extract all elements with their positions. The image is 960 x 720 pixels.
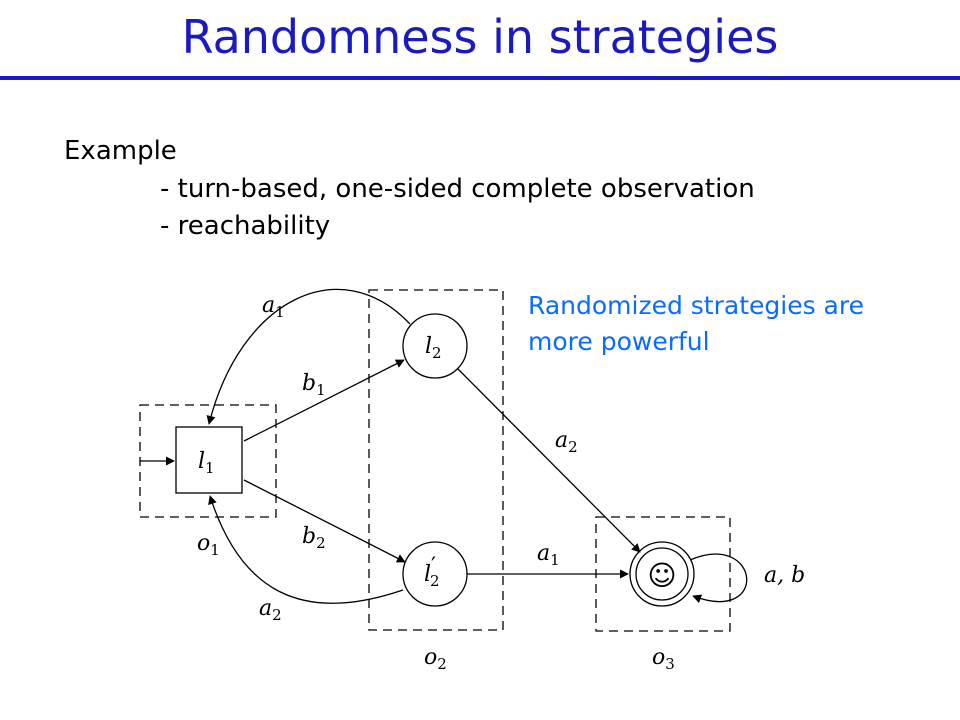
edge-l2-to-l1 (206, 288, 411, 425)
observation-label-o2: o2 (424, 645, 447, 673)
edge-goal-self-loop (689, 553, 748, 604)
edge-label-l1-to-l2-prime: b2 (302, 524, 326, 552)
node-l2 (402, 313, 468, 379)
callout-line-1: Randomized strategies are (528, 291, 864, 320)
node-goal-inner (635, 547, 689, 601)
edge-label-l1-to-l2: b1 (302, 371, 326, 399)
callout-line-2: more powerful (528, 327, 710, 356)
bullet-observation: - turn-based, one-sided complete observa… (160, 174, 755, 204)
edge-label-l2-to-goal: a2 (555, 428, 578, 456)
observation-box-o2 (368, 289, 504, 631)
title-underline (0, 76, 960, 80)
edge-l2-to-goal (457, 368, 641, 553)
node-goal-outer (629, 541, 695, 607)
node-l2-prime-label: l′2 (424, 554, 440, 590)
node-l1 (175, 426, 243, 494)
edge-l1-to-l2 (243, 359, 405, 442)
smiley-icon: ☺ (647, 559, 676, 592)
edge-l2-prime-to-l1 (208, 495, 404, 604)
bullet-reachability: - reachability (160, 211, 331, 241)
callout-text: Randomized strategies are more powerful (528, 288, 864, 360)
observation-label-o3: o3 (652, 645, 675, 673)
node-l2-label: l2 (425, 334, 442, 362)
example-heading: Example (64, 136, 177, 166)
observation-label-o1: o1 (197, 531, 220, 559)
edge-label-goal-self-loop: a, b (764, 563, 805, 588)
edge-label-l2-prime-to-l1: a2 (259, 596, 282, 624)
node-l1-label: l1 (198, 449, 215, 477)
edge-l1-to-l2-prime (243, 479, 406, 563)
edge-label-l2-to-l1: a1 (262, 293, 285, 321)
edge-label-l2-prime-to-goal: a1 (537, 541, 560, 569)
slide-title: Randomness in strategies (181, 10, 779, 64)
